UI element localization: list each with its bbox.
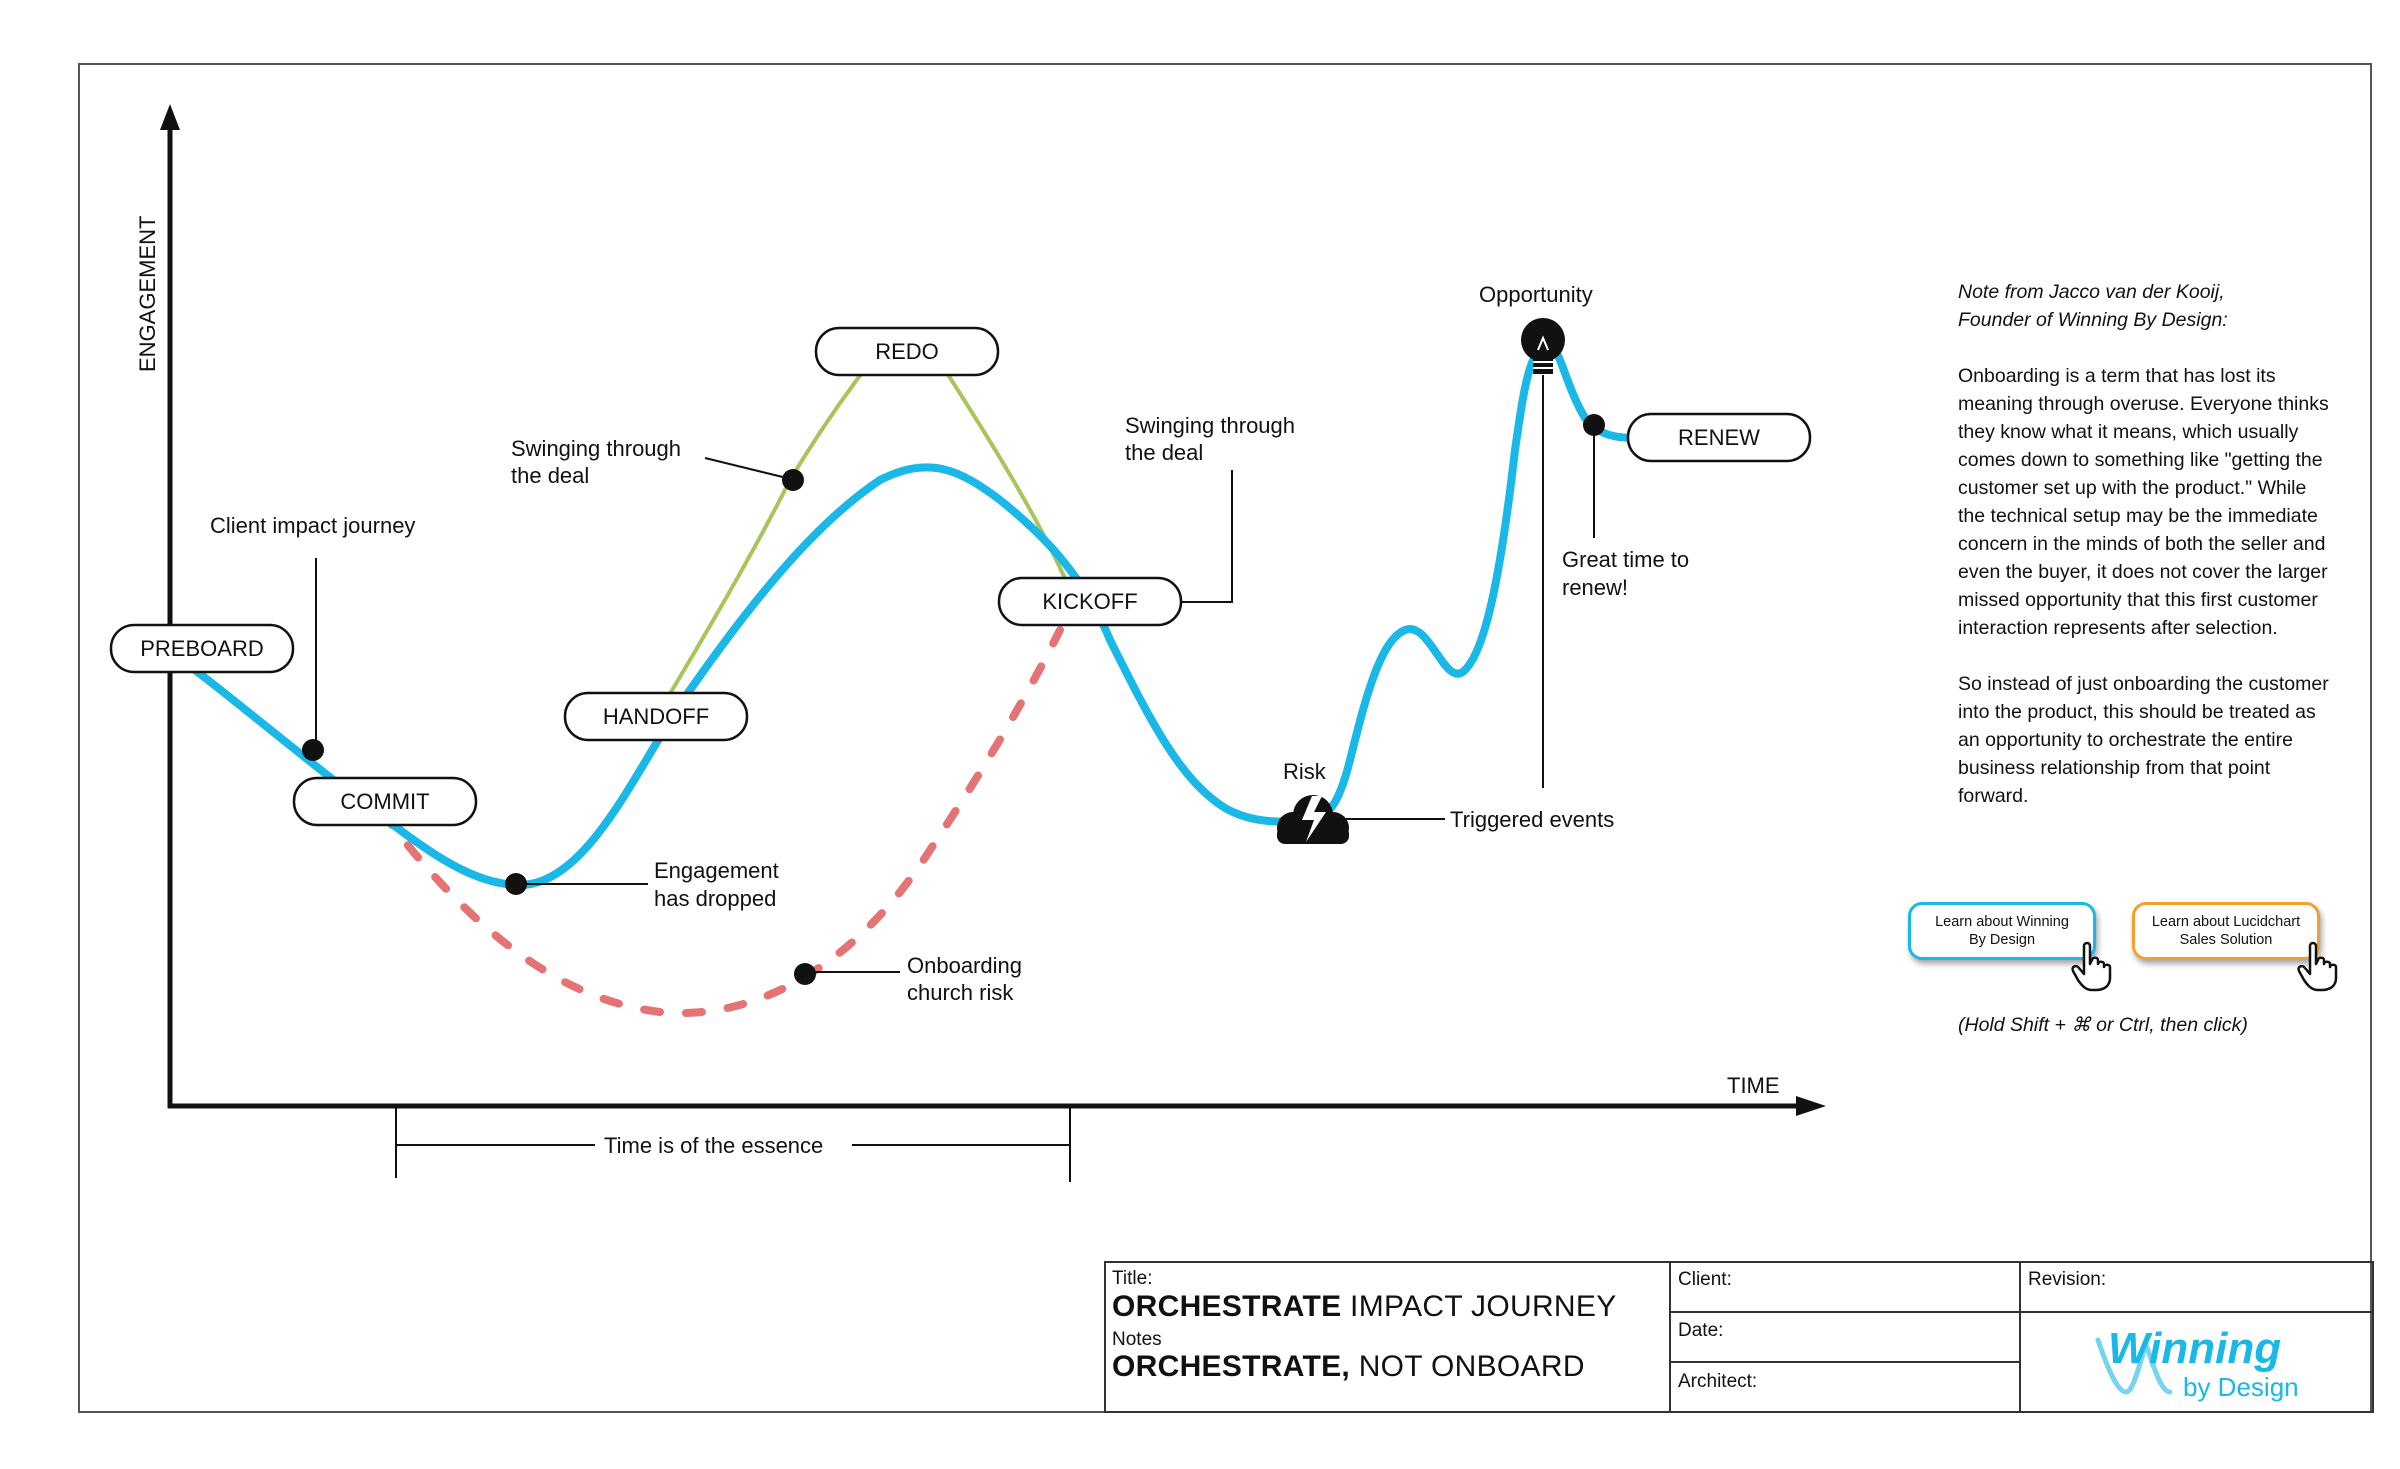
engagement-curve xyxy=(191,340,1640,890)
notes-rest: NOT ONBOARD xyxy=(1350,1350,1585,1383)
annotation-swing-right-1: Swinging through xyxy=(1125,413,1295,438)
dot-renew-time xyxy=(1583,414,1605,436)
founder-note: Note from Jacco van der Kooij, Founder o… xyxy=(1958,278,2330,838)
click-hint: (Hold Shift + ⌘ or Ctrl, then click) xyxy=(1958,1014,2248,1036)
dot-dropped xyxy=(505,873,527,895)
note-paragraph-1: Onboarding is a term that has lost its m… xyxy=(1958,365,2329,639)
stage-pill-preboard[interactable]: PREBOARD xyxy=(109,623,295,674)
title-value: ORCHESTRATE IMPACT JOURNEY xyxy=(1112,1290,1617,1324)
annotation-renew-time-1: Great time to xyxy=(1562,547,1689,572)
leader-lines xyxy=(315,375,1595,973)
stage-label: HANDOFF xyxy=(603,704,709,729)
dot-client-impact xyxy=(302,739,324,761)
title-bold: ORCHESTRATE xyxy=(1112,1290,1342,1323)
annotation-swing-right-2: the deal xyxy=(1125,440,1203,465)
redo-curve xyxy=(666,363,1072,699)
churn-risk-curve xyxy=(378,626,1064,1017)
note-paragraph-2: So instead of just onboarding the custom… xyxy=(1958,673,2329,807)
stage-label: COMMIT xyxy=(340,789,429,814)
learn-lucidchart-button[interactable]: Learn about Lucidchart Sales Solution xyxy=(2132,902,2320,960)
logo-swoosh xyxy=(2095,1337,2173,1395)
note-heading-line-1: Note from Jacco van der Kooij, xyxy=(1958,281,2225,303)
annotation-client-impact: Client impact journey xyxy=(210,513,415,538)
logo-wordmark: Winning xyxy=(2108,1324,2282,1373)
stage-label: RENEW xyxy=(1678,425,1760,450)
learn-lucidchart-label: Learn about Lucidchart Sales Solution xyxy=(2151,914,2301,948)
annotation-churn-1: Onboarding xyxy=(907,953,1022,978)
storm-cloud-icon xyxy=(1277,795,1349,844)
client-label: Client: xyxy=(1678,1269,1732,1290)
stage-pill-kickoff[interactable]: KICKOFF xyxy=(997,576,1183,627)
title-label: Title: xyxy=(1112,1268,1153,1289)
dot-churn xyxy=(794,963,816,985)
stage-label: PREBOARD xyxy=(140,636,263,661)
annotation-swing-left-1: Swinging through xyxy=(511,436,681,461)
stage-pill-renew[interactable]: RENEW xyxy=(1626,412,1812,463)
architect-label: Architect: xyxy=(1678,1371,1758,1392)
revision-label: Revision: xyxy=(2028,1269,2107,1290)
lightbulb-icon xyxy=(1521,318,1565,374)
notes-bold: ORCHESTRATE, xyxy=(1112,1350,1351,1383)
annotation-dropped-1: Engagement xyxy=(654,858,779,883)
notes-value: ORCHESTRATE, NOT ONBOARD xyxy=(1112,1350,1585,1384)
pointer-hand-icon xyxy=(2297,941,2338,992)
logo-tagline: by Design xyxy=(2183,1372,2299,1402)
annotation-renew-time-2: renew! xyxy=(1562,575,1628,600)
annotation-churn-2: church risk xyxy=(907,980,1014,1005)
annotation-triggered: Triggered events xyxy=(1450,807,1614,832)
annotation-essence: Time is of the essence xyxy=(604,1133,823,1158)
pointer-hand-icon xyxy=(2071,941,2112,992)
y-axis-arrow xyxy=(160,104,180,130)
title-block xyxy=(1104,1261,2374,1413)
x-axis-label: TIME xyxy=(1727,1073,1780,1098)
essence-bracket xyxy=(395,1108,1071,1182)
annotation-dropped-2: has dropped xyxy=(654,886,776,911)
annotation-risk: Risk xyxy=(1283,759,1327,784)
note-heading: Note from Jacco van der Kooij, Founder o… xyxy=(1958,278,2330,334)
title-rest: IMPACT JOURNEY xyxy=(1341,1290,1617,1323)
x-axis-arrow xyxy=(1796,1096,1826,1116)
learn-wbd-button[interactable]: Learn about Winning By Design xyxy=(1908,902,2096,960)
stage-pill-commit[interactable]: COMMIT xyxy=(292,776,478,827)
stage-pill-handoff[interactable]: HANDOFF xyxy=(563,691,749,742)
notes-label: Notes xyxy=(1112,1329,1162,1350)
note-heading-line-2: Founder of Winning By Design: xyxy=(1958,309,2228,331)
y-axis-label: ENGAGEMENT xyxy=(135,216,160,372)
dot-swing xyxy=(782,469,804,491)
stage-pill-redo[interactable]: REDO xyxy=(814,326,1000,377)
stage-label: KICKOFF xyxy=(1042,589,1137,614)
stage-label: REDO xyxy=(875,339,939,364)
date-label: Date: xyxy=(1678,1320,1724,1341)
learn-wbd-label: Learn about Winning By Design xyxy=(1935,914,2069,948)
annotation-opportunity: Opportunity xyxy=(1479,282,1593,307)
annotation-swing-left-2: the deal xyxy=(511,463,589,488)
